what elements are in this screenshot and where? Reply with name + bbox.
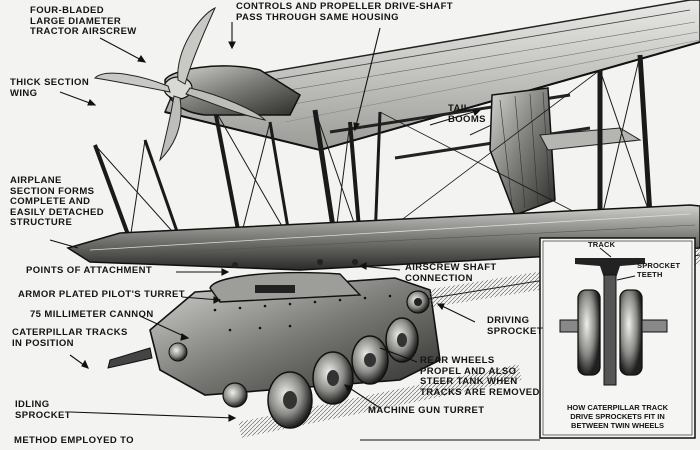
- label-wing: THICK SECTION WING: [10, 77, 90, 99]
- label-rear-wheels: REAR WHEELS PROPEL AND ALSO STEER TANK W…: [420, 355, 540, 398]
- label-airscrew: FOUR-BLADED LARGE DIAMETER TRACTOR AIRSC…: [30, 5, 137, 37]
- airscrew: [93, 6, 301, 162]
- label-method: METHOD EMPLOYED TO: [14, 435, 134, 446]
- label-controls: CONTROLS AND PROPELLER DRIVE-SHAFT PASS …: [236, 1, 453, 23]
- sprocket-inset: [539, 237, 696, 439]
- label-caterpillar-tracks: CATERPILLAR TRACKS IN POSITION: [12, 327, 128, 349]
- inset-label-sprocket-teeth: SPROCKET TEETH: [637, 261, 681, 279]
- inset-label-track: TRACK: [588, 240, 616, 249]
- label-driving-sprocket: DRIVING SPROCKET: [487, 315, 543, 337]
- label-machine-gun-turret: MACHINE GUN TURRET: [368, 405, 485, 416]
- label-idling-sprocket: IDLING SPROCKET: [15, 399, 71, 421]
- label-pilot-turret: ARMOR PLATED PILOT'S TURRET: [18, 289, 185, 300]
- label-airplane-section: AIRPLANE SECTION FORMS COMPLETE AND EASI…: [10, 175, 104, 228]
- label-points-of-attachment: POINTS OF ATTACHMENT: [26, 265, 153, 276]
- label-cannon: 75 MILLIMETER CANNON: [30, 309, 154, 320]
- label-tail-booms: TAIL BOOMS: [448, 103, 486, 125]
- interplane-struts: [93, 54, 653, 241]
- tail-booms: [329, 87, 642, 216]
- label-airscrew-shaft: AIRSCREW SHAFT CONNECTION: [405, 262, 497, 284]
- inset-caption: HOW CATERPILLAR TRACK DRIVE SPROCKETS FI…: [566, 403, 669, 430]
- leader-lines: [49, 22, 482, 422]
